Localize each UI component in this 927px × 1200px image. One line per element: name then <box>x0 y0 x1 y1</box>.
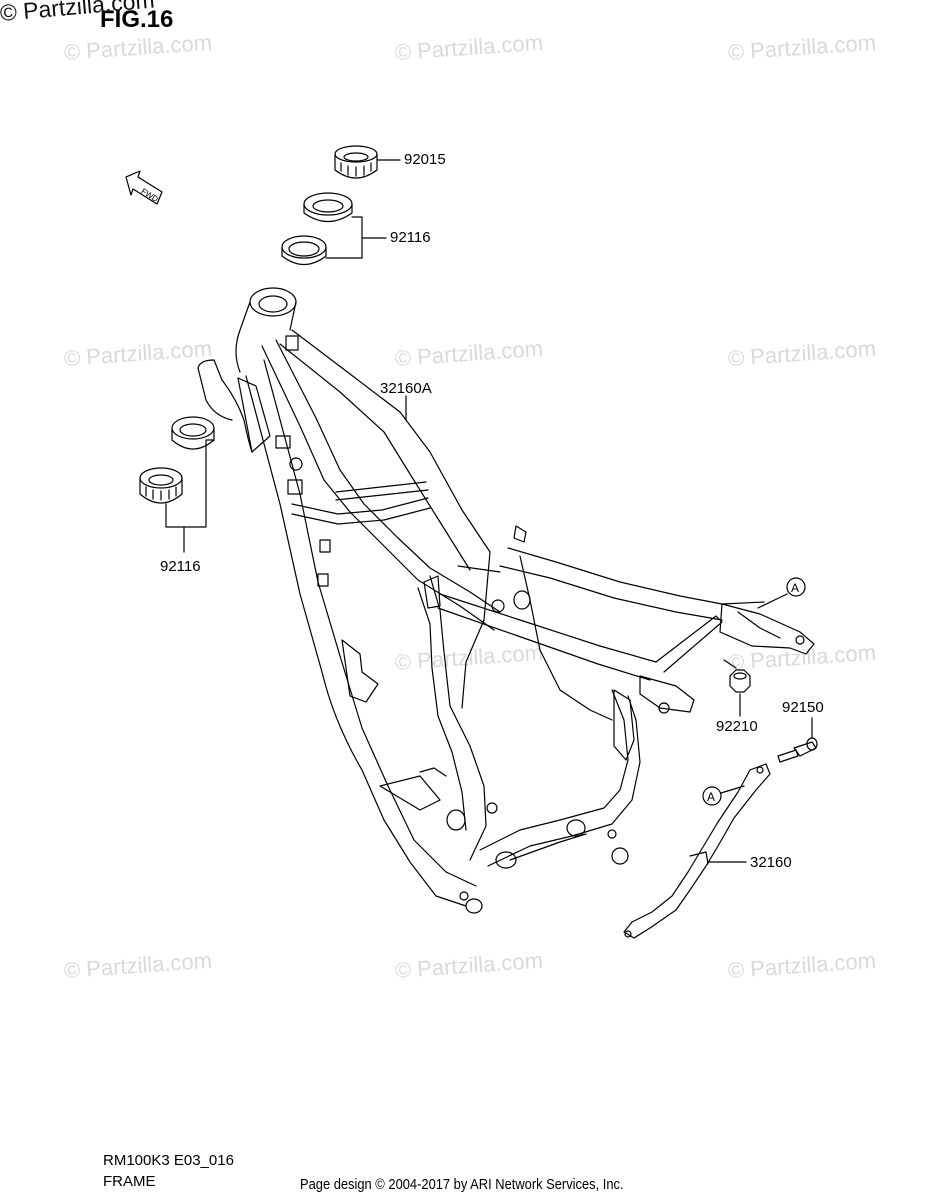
part-label-92150: 92150 <box>782 699 824 716</box>
diagram-code: RM100K3 E03_016 <box>103 1152 234 1169</box>
page-credit: Page design © 2004-2017 by ARI Network S… <box>300 1176 624 1193</box>
steering-race-upper <box>281 235 327 266</box>
part-label-32160: 32160 <box>750 854 792 871</box>
nut-92210 <box>729 669 751 693</box>
ref-marker-a-left <box>702 786 722 806</box>
part-label-92015: 92015 <box>404 151 446 168</box>
frame-brace-32160 <box>623 763 771 939</box>
section-name: FRAME <box>103 1173 156 1190</box>
bolt-92150 <box>777 737 818 763</box>
part-label-32160A: 32160A <box>380 380 432 397</box>
part-label-92210: 92210 <box>716 718 758 735</box>
figure-title: FIG.16 <box>100 6 174 33</box>
frame-body-32160A <box>197 287 815 914</box>
ref-marker-a-right <box>786 577 806 597</box>
steering-nut-92015 <box>334 145 378 179</box>
steering-race-lower <box>171 416 215 450</box>
part-label-92116-left: 92116 <box>160 558 201 575</box>
ref-marker-a-left-text: A <box>707 790 715 804</box>
steering-bearing-lower <box>139 467 183 504</box>
fwd-arrow-icon: FWD <box>125 170 163 205</box>
ref-marker-a-right-text: A <box>791 581 799 595</box>
steering-bearing-upper <box>303 192 353 223</box>
part-label-92116-top: 92116 <box>390 229 431 246</box>
